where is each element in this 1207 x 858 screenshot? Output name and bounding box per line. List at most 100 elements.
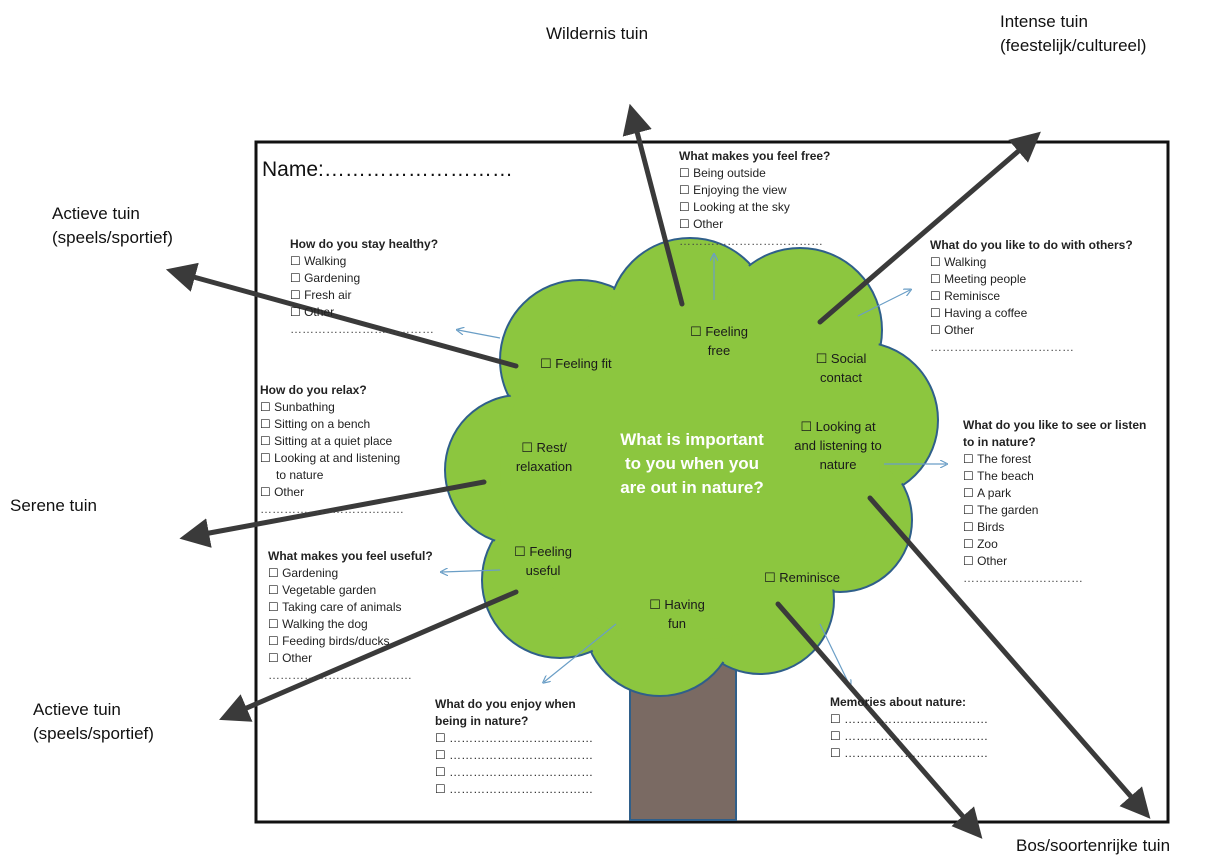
bubble-feeling-free-line1: Feeling [684,322,754,341]
option-item: Meeting people [930,271,1133,288]
label-actieve-tuin-lower: Actieve tuin (speels/sportief) [33,698,154,746]
option-item: Gardening [290,270,438,287]
bubble-feeling-fit: Feeling fit [540,354,612,373]
answer-line: ……………………………… [930,340,1074,354]
answer-line: ……………………………… [268,668,412,682]
option-continuation: to nature [276,468,324,482]
bubble-having-fun: Having fun [644,595,710,633]
answer-line: ……………………………… [679,234,823,248]
option-item: Walking [930,254,1133,271]
option-item: Gardening [268,565,433,582]
label-actieve-lower-line2: (speels/sportief) [33,724,154,743]
bubble-looking-line2: and listening to [794,438,882,453]
bubble-rest-line1: Rest/ [500,438,588,457]
option-item: Looking at and listening [260,450,404,467]
small-connector-arrows [442,255,946,686]
question-enjoy-line2: being in nature? [435,714,529,728]
option-item: Other [679,216,830,233]
bubble-reminisce: Reminisce [764,568,840,587]
block-stay-healthy: How do you stay healthy? Walking Gardeni… [290,236,438,338]
bubble-rest-relaxation: Rest/ relaxation [500,438,588,476]
option-item: Fresh air [290,287,438,304]
bubble-rest-line2: relaxation [515,459,573,474]
option-item: Reminisce [930,288,1133,305]
bubble-useful-line1: Feeling [506,542,580,561]
center-question: What is important to you when you are ou… [620,430,764,497]
label-actieve-lower-line1: Actieve tuin [33,700,121,719]
question-relax: How do you relax? [260,383,367,397]
question-feel-useful: What makes you feel useful? [268,549,433,563]
option-item: Being outside [679,165,830,182]
bubble-reminisce-label: Reminisce [764,570,840,585]
option-item: Other [290,304,438,321]
block-feel-useful: What makes you feel useful? Gardening Ve… [268,548,433,684]
question-with-others: What do you like to do with others? [930,238,1133,252]
bubble-feeling-useful: Feeling useful [506,542,580,580]
block-feel-free: What makes you feel free? Being outside … [679,148,830,250]
worksheet-frame [254,140,1170,824]
bubble-social-line1: Social [808,349,874,368]
option-item: Other [963,553,1146,570]
question-feel-free: What makes you feel free? [679,149,831,163]
question-stay-healthy: How do you stay healthy? [290,237,439,251]
question-see-listen-line2: to in nature? [963,435,1036,449]
answer-line: ……………………………… [830,728,988,745]
arrow-actieve-upper [165,262,519,369]
answer-line: ……………………………… [830,711,988,728]
bubble-useful-line2: useful [525,563,561,578]
answer-line: ……………………………… [435,747,593,764]
question-see-listen-line1: What do you like to see or listen [963,418,1147,432]
block-enjoy-nature: What do you enjoy when being in nature? … [435,696,593,798]
block-memories: Memories about nature: ……………………………… …………… [830,694,988,762]
block-see-listen: What do you like to see or listen to in … [963,417,1146,587]
answer-line: ……………………………… [260,502,404,516]
block-relax: How do you relax? Sunbathing Sitting on … [260,382,404,518]
label-wildernis-tuin: Wildernis tuin [546,24,649,43]
question-enjoy-line1: What do you enjoy when [435,697,576,711]
label-serene-tuin: Serene tuin [10,496,97,515]
option-item: Vegetable garden [268,582,433,599]
label-actieve-upper-line1: Actieve tuin [52,204,140,223]
label-actieve-upper-line2: (speels/sportief) [52,228,173,247]
option-item: Sitting at a quiet place [260,433,404,450]
option-item: Sunbathing [260,399,404,416]
block-with-others: What do you like to do with others? Walk… [930,237,1133,356]
option-item: Birds [963,519,1146,536]
answer-line: ……………………………… [290,322,434,336]
option-item: Walking the dog [268,616,433,633]
option-item: Feeding birds/ducks [268,633,433,650]
bubble-feeling-fit-label: Feeling fit [540,356,612,371]
option-item: Other [268,650,433,667]
label-actieve-tuin-upper: Actieve tuin (speels/sportief) [52,202,173,250]
option-item: Other [260,484,404,501]
bubble-fun-line2: fun [667,616,687,631]
bubble-feeling-free: Feeling free [684,322,754,360]
option-item: The forest [963,451,1146,468]
answer-line: ……………………………… [435,764,593,781]
arrow-bos-2 [867,495,1151,819]
option-item: Having a coffee [930,305,1133,322]
option-item: The garden [963,502,1146,519]
option-item: Taking care of animals [268,599,433,616]
option-item: The beach [963,468,1146,485]
name-field: Name:……………………… [262,158,513,181]
bubble-looking-line3: nature [819,457,857,472]
option-item: Other [930,322,1133,339]
bubble-looking-listening: Looking at and listening to nature [782,417,894,474]
question-memories: Memories about nature: [830,695,967,709]
arrow-wildernis [622,103,685,307]
arrow-intense [817,131,1041,325]
answer-line: ……………………………… [435,730,593,747]
answer-line: ……………………………… [830,745,988,762]
bubble-feeling-free-line2: free [707,343,731,358]
option-item: Sitting on a bench [260,416,404,433]
bubble-fun-line1: Having [644,595,710,614]
answer-line: ………………………… [963,571,1083,585]
option-item: A park [963,485,1146,502]
option-item: Zoo [963,536,1146,553]
bubble-social-line2: contact [820,370,862,385]
answer-line: ……………………………… [435,781,593,798]
option-item: Walking [290,253,438,270]
option-item: Enjoying the view [679,182,830,199]
option-item: Looking at the sky [679,199,830,216]
